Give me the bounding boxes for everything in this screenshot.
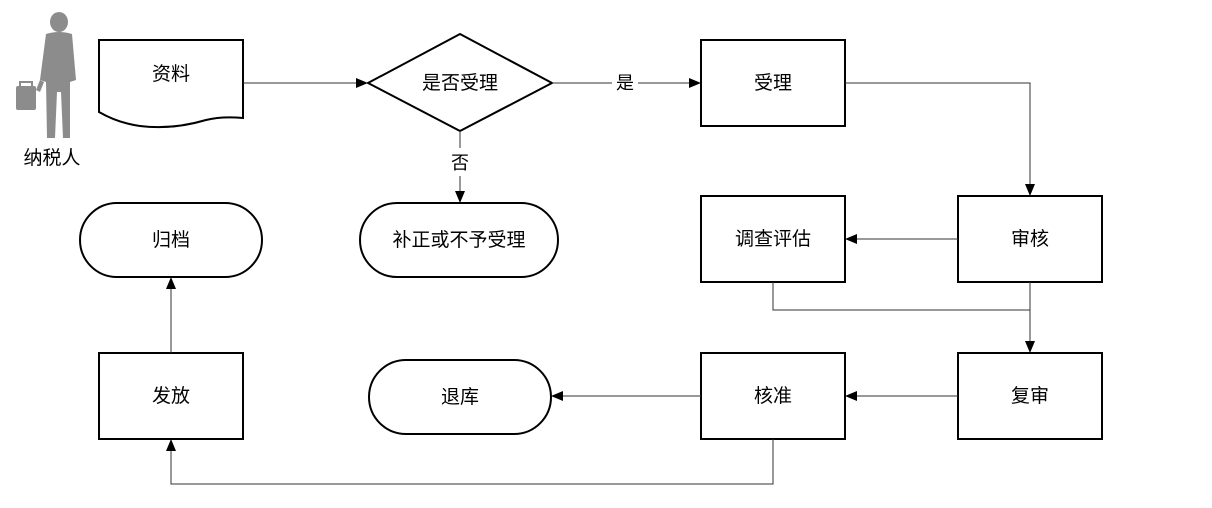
edge-approve-issue	[166, 439, 774, 485]
node-approve-label: 核准	[754, 385, 792, 407]
node-materials-label: 资料	[152, 63, 190, 85]
edge-investigate-recheck	[772, 282, 1030, 311]
node-materials: 资料	[98, 39, 244, 129]
node-archive: 归档	[79, 202, 263, 278]
edge-no-label: 否	[451, 153, 469, 174]
node-investigate-label: 调查评估	[735, 228, 811, 250]
node-recheck-label: 复审	[1011, 385, 1049, 407]
node-correction-label: 补正或不予受理	[392, 229, 525, 251]
node-issue-label: 发放	[152, 385, 190, 407]
taxpayer-icon	[16, 12, 76, 138]
edge-yes-label: 是	[616, 73, 634, 94]
node-archive-label: 归档	[152, 229, 190, 251]
node-return-store-label: 退库	[441, 386, 479, 408]
node-approve: 核准	[700, 352, 846, 440]
node-review: 审核	[957, 195, 1103, 283]
node-investigate: 调查评估	[700, 195, 846, 283]
taxpayer-label: 纳税人	[23, 147, 80, 169]
node-decision: 是否受理	[365, 32, 555, 133]
node-correction: 补正或不予受理	[359, 202, 559, 278]
edge-accept-review	[845, 82, 1035, 196]
node-accept-label: 受理	[754, 72, 792, 94]
node-accept: 受理	[700, 39, 846, 127]
node-decision-label: 是否受理	[422, 72, 498, 94]
node-review-label: 审核	[1011, 228, 1049, 250]
node-issue: 发放	[98, 352, 244, 440]
node-return-store: 退库	[368, 359, 552, 435]
node-recheck: 复审	[957, 352, 1103, 440]
